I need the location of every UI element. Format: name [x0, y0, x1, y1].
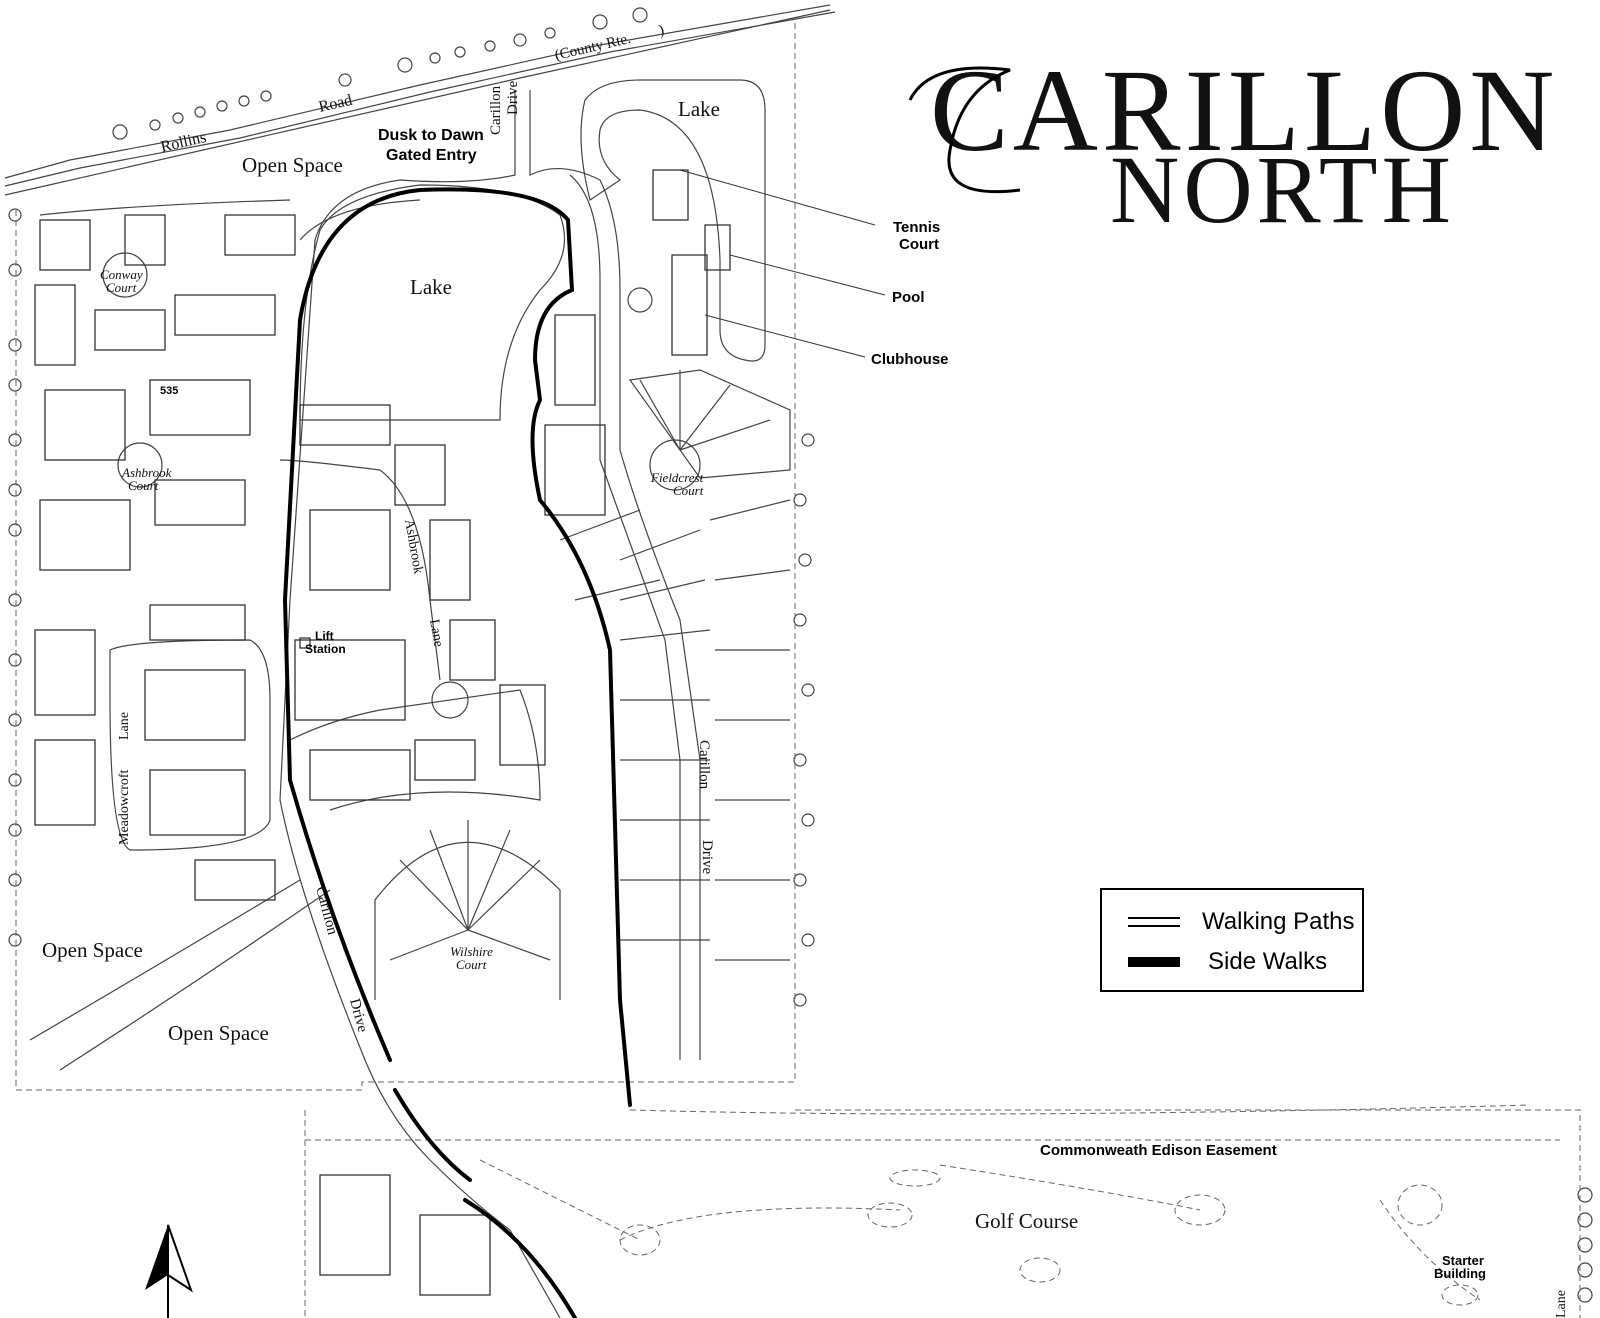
label-easement: Commonweath Edison Easement [1040, 1142, 1277, 1159]
label-conway-2: Court [106, 280, 137, 295]
label-wilshire-2: Court [456, 957, 487, 972]
label-fieldcrest-2: Court [673, 483, 704, 498]
label-wilshire-1: Wilshire [450, 944, 493, 959]
property-boundary [15, 20, 1581, 1318]
rollins-road [4, 4, 836, 196]
label-lift-1: Lift [315, 629, 334, 643]
buildings [34, 169, 731, 1296]
label-rollins: Rollins [159, 129, 208, 156]
tree-column-right [793, 433, 1593, 1303]
tree-column-left [8, 208, 22, 947]
walking-path-swatch [1128, 917, 1180, 927]
label-meadowcroft-1: Meadowcroft [117, 769, 132, 845]
label-meadowcroft-2: Lane [117, 712, 132, 740]
leader-lines [679, 169, 886, 358]
label-county-rte: (County Rte. [553, 31, 632, 64]
label-open-space-top: Open Space [242, 153, 343, 177]
label-carillon-right-1: Carillon [696, 740, 712, 790]
label-clubhouse: Clubhouse [871, 351, 949, 368]
map-labels: Rollins Road (County Rte. ) Carillon Dri… [42, 22, 1569, 1318]
roads [29, 90, 701, 1318]
golf-course [479, 1104, 1531, 1306]
label-tennis-1: Tennis [893, 219, 940, 236]
label-lot-535: 535 [160, 385, 178, 397]
label-pool: Pool [892, 289, 925, 306]
label-ashbrook-court-2: Court [128, 478, 159, 493]
label-conway-1: Conway [100, 267, 143, 282]
label-county-rte-close: ) [657, 22, 665, 39]
lake-top-right [580, 79, 766, 362]
legend-side-walks: Side Walks [1128, 948, 1327, 976]
fieldcrest-court-lots [559, 369, 791, 961]
label-starter-2: Building [1434, 1266, 1486, 1281]
label-open-space-bottom: Open Space [168, 1021, 269, 1045]
label-open-space-left: Open Space [42, 938, 143, 962]
label-lane-right: Lane [1554, 1290, 1569, 1318]
logo-line-2: NORTH [1110, 136, 1455, 243]
label-lake-top-right: Lake [678, 97, 720, 121]
label-carillon-right-2: Drive [699, 840, 715, 874]
legend-walking-paths: Walking Paths [1128, 908, 1355, 936]
label-carillon-drive-top-2: Drive [505, 81, 521, 115]
label-golf-course: Golf Course [975, 1209, 1078, 1233]
carillon-north-logo: CARILLON NORTH [908, 45, 1559, 243]
label-ashbrook-court-1: Ashbrook [121, 465, 172, 480]
label-carillon-drive-top-1: Carillon [488, 85, 504, 135]
label-lake-center: Lake [410, 275, 452, 299]
map-legend: Walking Paths Side Walks [1100, 888, 1364, 992]
label-ashbrook-lane-1: Ashbrook [401, 518, 425, 575]
label-lift-2: Station [305, 642, 346, 656]
label-gate-2: Gated Entry [386, 147, 477, 164]
tree-row-top [112, 7, 648, 140]
side-walks [282, 187, 632, 1318]
legend-walking-paths-label: Walking Paths [1202, 908, 1355, 935]
legend-side-walks-label: Side Walks [1208, 948, 1328, 975]
logo-line-1: CARILLON [930, 45, 1559, 176]
label-fieldcrest-1: Fieldcrest [650, 470, 704, 485]
label-ashbrook-lane-2: Lane [426, 618, 446, 648]
label-gate-1: Dusk to Dawn [378, 127, 484, 144]
wilshire-court-lots [374, 820, 561, 1000]
north-arrow-icon [145, 1224, 193, 1318]
label-starter-1: Starter [1442, 1253, 1484, 1268]
label-tennis-2: Court [899, 236, 939, 253]
side-walk-swatch [1128, 957, 1180, 967]
lake-center [299, 184, 566, 421]
